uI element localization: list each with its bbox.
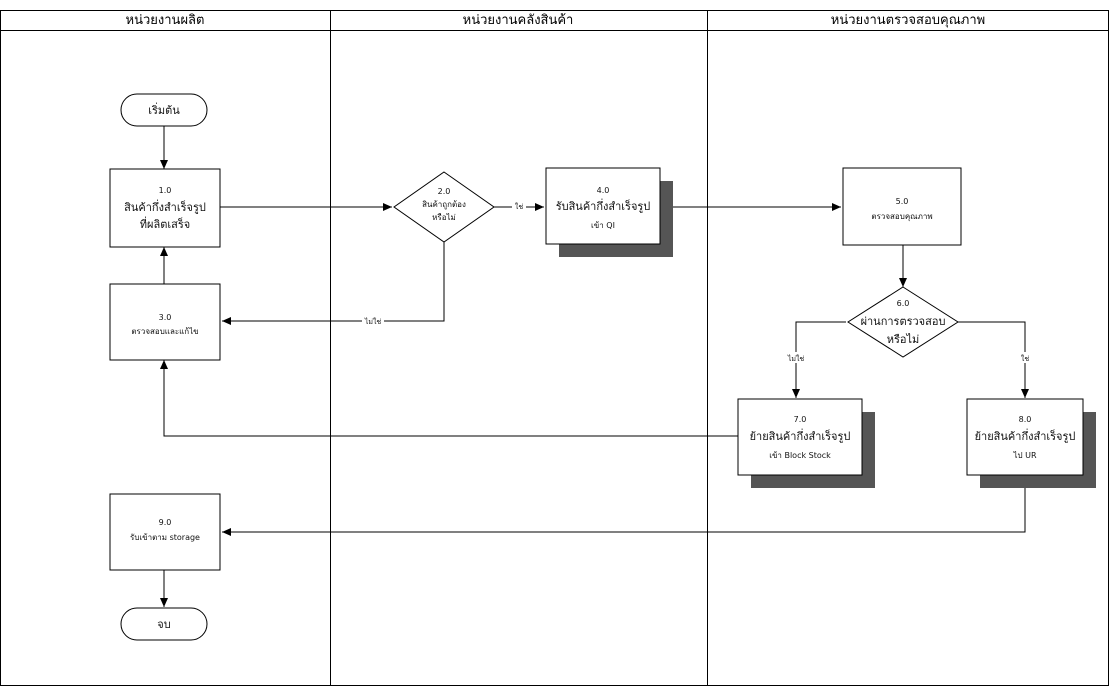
process-8-0: 8.0 ย้ายสินค้ากึ่งสำเร็จรูป ไป UR	[966, 398, 1096, 488]
decision-2-0-number: 2.0	[438, 187, 451, 196]
process-9-0-number: 9.0	[159, 518, 172, 527]
decision-2-0: 2.0 สินค้าถูกต้อง หรือไม่	[393, 171, 495, 243]
process-4-0: 4.0 รับสินค้ากึ่งสำเร็จรูป เข้า QI	[545, 167, 673, 257]
process-3-0: 3.0 ตรวจสอบและแก้ไข	[109, 283, 221, 361]
process-5-0-line1: ตรวจสอบคุณภาพ	[871, 212, 932, 221]
lane-title-production: หน่วยงานผลิต	[126, 13, 205, 28]
process-3-0-line1: ตรวจสอบและแก้ไข	[131, 327, 198, 336]
end-terminator: จบ	[120, 607, 208, 641]
end-label: จบ	[157, 618, 170, 631]
process-5-0: 5.0 ตรวจสอบคุณภาพ	[842, 167, 962, 246]
process-9-0: 9.0 รับเข้าตาม storage	[109, 493, 221, 571]
start-label: เริ่มต้น	[148, 102, 180, 117]
process-4-0-line2: เข้า QI	[591, 221, 615, 230]
decision-6-0-line1: ผ่านการตรวจสอบ	[861, 315, 946, 328]
process-5-0-number: 5.0	[896, 197, 909, 206]
connectors	[160, 126, 1029, 607]
process-8-0-number: 8.0	[1019, 415, 1032, 424]
lane-title-warehouse: หน่วยงานคลังสินค้า	[463, 13, 574, 28]
edge-6-to-8	[958, 321, 1029, 398]
process-8-0-line2: ไป UR	[1012, 451, 1037, 460]
process-7-0-line2: เข้า Block Stock	[769, 451, 831, 460]
process-3-0-number: 3.0	[159, 313, 172, 322]
process-9-0-line1: รับเข้าตาม storage	[130, 533, 200, 542]
decision-6-0-number: 6.0	[897, 299, 910, 308]
lane-title-quality: หน่วยงานตรวจสอบคุณภาพ	[831, 13, 985, 28]
edge-label-2-no: ไม่ใช่	[364, 317, 382, 326]
decision-6-0: 6.0 ผ่านการตรวจสอบ หรือไม่	[847, 286, 959, 358]
decision-2-0-line1: สินค้าถูกต้อง	[422, 200, 466, 210]
edge-label-6-no: ไม่ใช่	[787, 354, 805, 363]
edge-label-2-yes: ใช่	[515, 202, 523, 211]
process-1-0-number: 1.0	[159, 186, 172, 195]
process-7-0-line1: ย้ายสินค้ากึ่งสำเร็จรูป	[750, 428, 851, 443]
edge-2-to-3	[222, 242, 445, 325]
process-1-0-line2: ที่ผลิตเสร็จ	[140, 216, 190, 231]
decision-2-0-line2: หรือไม่	[432, 213, 456, 222]
edge-7-to-3	[160, 360, 738, 437]
process-8-0-line1: ย้ายสินค้ากึ่งสำเร็จรูป	[975, 428, 1076, 443]
process-7-0: 7.0 ย้ายสินค้ากึ่งสำเร็จรูป เข้า Block S…	[737, 398, 875, 488]
process-4-0-number: 4.0	[597, 186, 610, 195]
edge-8-to-9	[222, 475, 1026, 536]
decision-6-0-line2: หรือไม่	[887, 333, 920, 346]
process-1-0-line1: สินค้ากึ่งสำเร็จรูป	[124, 199, 206, 214]
edge-6-to-7	[792, 321, 846, 398]
edge-label-6-yes: ใช่	[1021, 354, 1029, 363]
process-1-0: 1.0 สินค้ากึ่งสำเร็จรูป ที่ผลิตเสร็จ	[109, 168, 221, 248]
start-terminator: เริ่มต้น	[120, 93, 208, 127]
process-7-0-number: 7.0	[794, 415, 807, 424]
process-4-0-line1: รับสินค้ากึ่งสำเร็จรูป	[556, 198, 651, 213]
